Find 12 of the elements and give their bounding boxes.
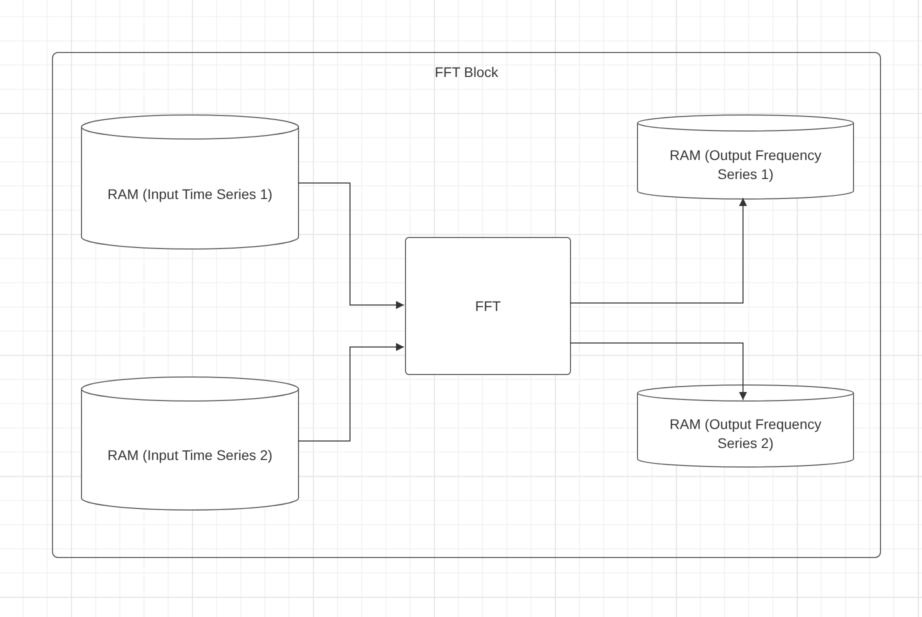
arrow	[298, 182, 404, 309]
node-label: FFT	[475, 296, 501, 316]
node-label: RAM (Input Time Series 2)	[108, 446, 272, 465]
arrow	[570, 198, 747, 304]
arrow	[298, 343, 404, 442]
node-label: RAM (Input Time Series 1)	[108, 184, 272, 204]
group-frame	[52, 52, 881, 558]
node-label: RAM (Output Frequency Series 2)	[668, 415, 822, 453]
group-title: FFT Block	[434, 63, 498, 82]
process-box	[405, 237, 571, 375]
arrow	[570, 342, 747, 400]
node-label: RAM (Output Frequency Series 1)	[668, 146, 822, 184]
